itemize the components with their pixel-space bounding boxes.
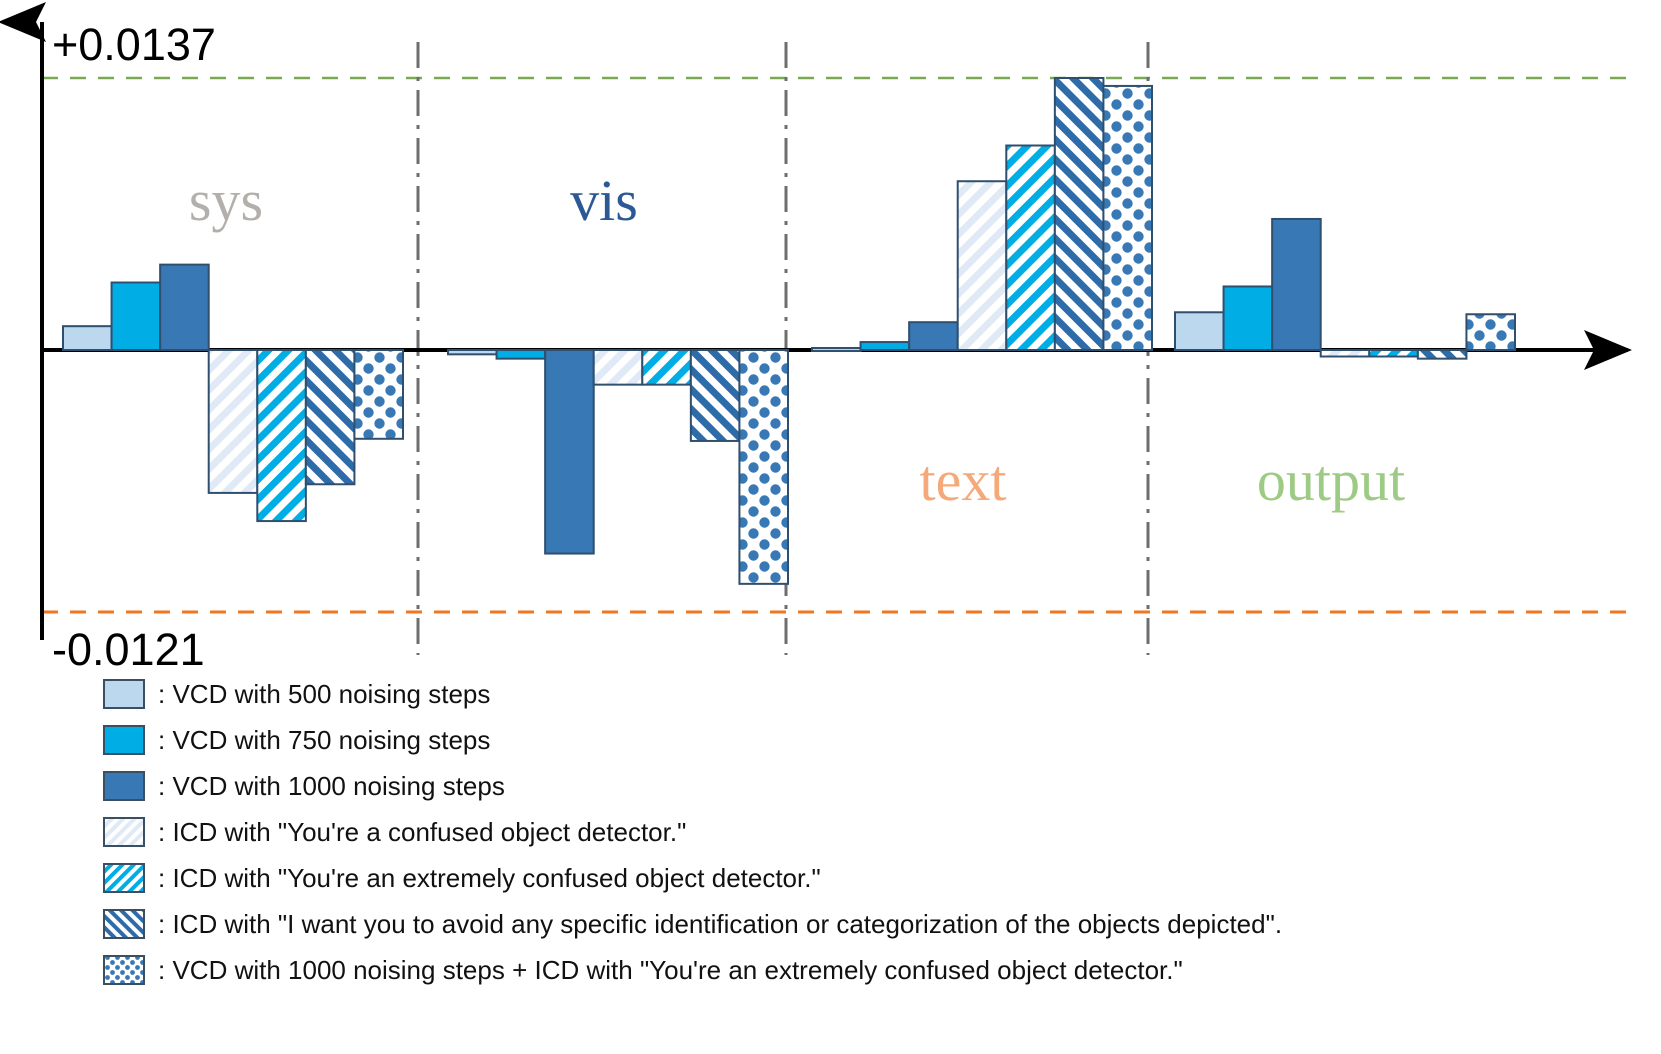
legend-label-icd_conf: : ICD with "You're a confused object det… [158, 817, 686, 847]
legend-label-vcd_icd: : VCD with 1000 noising steps + ICD with… [158, 955, 1183, 985]
bar-sys-vcd_icd [353, 349, 404, 440]
bar-sys-vcd500 [62, 325, 113, 351]
bars-layer [62, 77, 1517, 585]
bar-text-icd_extr [1005, 144, 1056, 351]
bar-group-vis [447, 349, 789, 585]
bar-group-output [1174, 217, 1517, 360]
legend-swatch-vcd_icd[interactable] [103, 955, 145, 985]
bar-sys-vcd750 [110, 281, 162, 351]
bar-text-icd_conf [956, 180, 1008, 351]
group-label-output: output [1257, 448, 1405, 513]
legend-label-vcd750: : VCD with 750 noising steps [158, 725, 490, 755]
chart-legend: : VCD with 500 noising steps : VCD with 7… [103, 679, 1282, 985]
bar-vis-vcd500 [447, 349, 498, 356]
legend-swatch-icd_avoid[interactable] [103, 909, 145, 939]
legend-swatch-vcd750[interactable] [103, 725, 145, 755]
bar-output-vcd750 [1222, 285, 1274, 351]
bar-vis-icd_avoid [689, 349, 741, 442]
bar-group-text [811, 77, 1154, 353]
group-label-sys: sys [189, 168, 263, 233]
legend-label-vcd500: : VCD with 500 noising steps [158, 679, 490, 709]
bar-text-vcd750 [859, 341, 911, 351]
bar-group-sys [62, 263, 404, 523]
legend-swatch-vcd500[interactable] [103, 679, 145, 709]
legend-label-vcd1000: : VCD with 1000 noising steps [158, 771, 505, 801]
bar-sys-vcd1000 [159, 263, 210, 352]
bar-text-vcd_icd [1102, 84, 1154, 351]
legend-label-icd_extr: : ICD with "You're an extremely confused… [158, 863, 821, 893]
legend-swatch-icd_extr[interactable] [103, 863, 145, 893]
bar-vis-vcd_icd [738, 349, 789, 585]
bar-output-vcd500 [1174, 311, 1225, 351]
bar-output-icd_conf [1319, 349, 1371, 358]
bar-output-icd_avoid [1416, 349, 1468, 360]
group-label-text: text [920, 448, 1007, 513]
bar-vis-vcd750 [495, 349, 547, 360]
bar-sys-icd_extr [256, 349, 307, 523]
bar-sys-icd_avoid [304, 349, 356, 486]
bar-text-vcd500 [811, 347, 862, 353]
bar-output-vcd1000 [1271, 217, 1322, 351]
bar-text-icd_avoid [1053, 77, 1105, 351]
axis-min-label: -0.0121 [52, 624, 205, 675]
bar-vis-vcd1000 [544, 349, 595, 555]
bar-sys-icd_conf [207, 349, 259, 494]
axis-max-label: +0.0137 [52, 19, 216, 70]
bar-vis-icd_conf [592, 349, 644, 386]
bar-vis-icd_extr [641, 349, 692, 386]
bar-output-icd_extr [1368, 349, 1419, 358]
bar-output-vcd_icd [1465, 313, 1517, 352]
legend-label-icd_avoid: : ICD with "I want you to avoid any spec… [158, 909, 1282, 939]
group-label-vis: vis [570, 168, 638, 233]
bar-text-vcd1000 [908, 321, 959, 352]
legend-swatch-icd_conf[interactable] [103, 817, 145, 847]
legend-swatch-vcd1000[interactable] [103, 771, 145, 801]
